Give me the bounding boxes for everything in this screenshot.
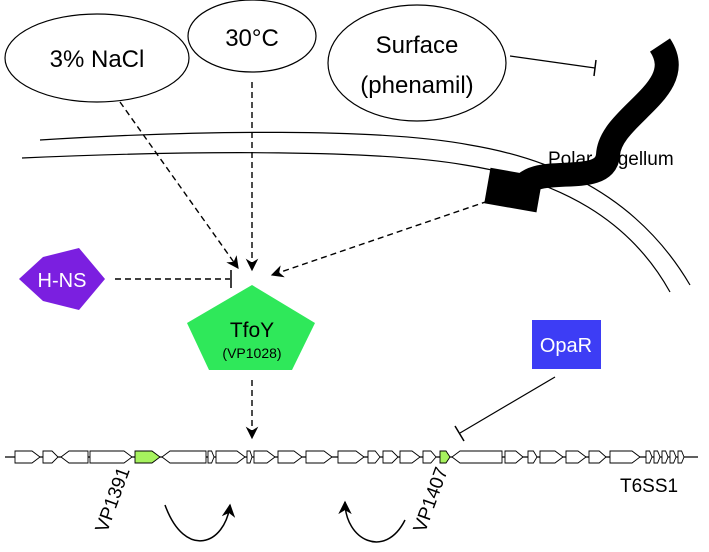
gene-arrow — [42, 450, 59, 464]
gene-arrow — [399, 450, 421, 464]
gene-arrow — [215, 450, 246, 464]
gene-arrow — [645, 450, 653, 464]
polar-flagellum-label: Polar flagellum — [548, 149, 674, 170]
gene-arrow — [451, 450, 503, 464]
gene-arrow — [277, 450, 303, 464]
gene-arrow — [588, 450, 607, 464]
gene-arrow — [207, 450, 215, 464]
gene-arrow — [161, 450, 207, 464]
flagellar-motor — [484, 167, 543, 213]
hns-hexagon — [19, 248, 105, 310]
temperature-signal — [187, 0, 317, 73]
right-curved-arrow — [338, 500, 406, 543]
gene-arrow — [661, 450, 669, 464]
tfoy-sublabel: (VP1028) — [222, 345, 281, 361]
tfoy-pentagon — [187, 285, 315, 370]
t6ss1-label: T6SS1 — [620, 476, 678, 497]
left-curved-arrow — [164, 503, 236, 542]
gene-arrow — [367, 450, 381, 464]
surface-label-line2: (phenamil) — [360, 72, 473, 99]
gene-arrow — [539, 450, 564, 464]
gene-arrow — [246, 450, 253, 464]
surface-inhibition-line — [509, 55, 596, 69]
nacl-to-tfoy-arrow — [119, 101, 239, 270]
gene-arrow — [60, 450, 89, 464]
nacl-signal — [4, 13, 190, 103]
surface-inhibition-bar — [593, 59, 597, 77]
outer-membrane — [39, 131, 691, 286]
hns-label: H-NS — [38, 270, 87, 292]
tfoy-label: TfoY — [230, 319, 274, 342]
gene-arrow — [14, 450, 41, 464]
gene-vp1391-arrow — [134, 450, 161, 464]
gene-arrow — [305, 450, 333, 464]
surface-signal — [327, 4, 507, 122]
opar-label: OpaR — [540, 335, 592, 357]
gene-vp1407-arrow — [439, 450, 451, 464]
gene-arrow — [527, 450, 538, 464]
gene-arrow — [565, 450, 587, 464]
gene-vp1407-label: VP1407 — [410, 465, 453, 536]
gene-vp1391-label: VP1391 — [92, 465, 135, 536]
polar-flagellum — [508, 38, 679, 198]
nacl-label: 3% NaCl — [50, 46, 145, 73]
opar-box — [532, 320, 601, 369]
gene-arrow — [382, 450, 399, 464]
inner-membrane — [21, 152, 671, 293]
gene-arrow — [422, 450, 437, 464]
opar-repression-bar — [454, 425, 465, 442]
flagellum-to-tfoy-arrow — [270, 197, 498, 278]
temperature-label: 30°C — [225, 25, 279, 52]
gene-track — [14, 450, 685, 464]
opar-repression-line — [459, 376, 556, 434]
surface-label-line1: Surface — [376, 32, 459, 59]
gene-arrow — [653, 450, 661, 464]
gene-arrow — [89, 450, 133, 464]
gene-arrow — [609, 450, 641, 464]
gene-arrow — [677, 450, 685, 464]
gene-arrow — [669, 450, 677, 464]
gene-arrow — [337, 450, 365, 464]
gene-arrow — [253, 450, 276, 464]
gene-arrow — [504, 450, 524, 464]
